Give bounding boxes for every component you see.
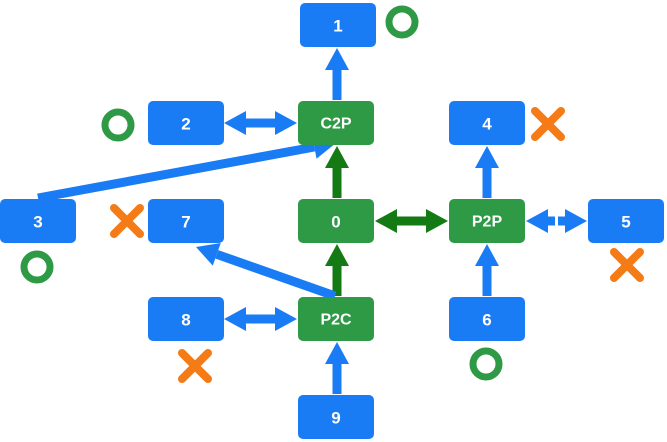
- node-box: [449, 297, 525, 341]
- node-box: [449, 101, 525, 145]
- arrow-head: [224, 111, 246, 135]
- reject-cross-icon: [110, 204, 144, 238]
- node-c2p[interactable]: C2P: [298, 101, 374, 145]
- arrow-head: [275, 111, 297, 135]
- node-label: 6: [482, 311, 491, 330]
- arrow-head: [325, 146, 349, 168]
- edge-P2P-to-4: [475, 146, 499, 198]
- node-label: 0: [331, 213, 340, 232]
- accept-circle-icon: [101, 108, 135, 142]
- arrow-head: [224, 307, 246, 331]
- node-label: 7: [181, 213, 190, 232]
- arrow-head: [325, 48, 349, 70]
- node-label: P2P: [472, 214, 503, 231]
- node-box: [300, 3, 376, 47]
- node-label: 4: [482, 115, 492, 134]
- node-4[interactable]: 4: [449, 101, 525, 145]
- reject-cross-icon: [531, 107, 565, 141]
- node-label: C2P: [320, 116, 351, 133]
- reject-cross-icon: [178, 349, 212, 383]
- edge-2-to-C2P: [224, 111, 297, 135]
- node-box: [588, 199, 664, 243]
- edge-P2P-to-5: [526, 209, 587, 233]
- node-label: 2: [181, 115, 190, 134]
- accept-circle-icon: [385, 5, 419, 39]
- cross-stroke: [110, 204, 144, 238]
- markers-layer: [20, 5, 644, 383]
- node-5[interactable]: 5: [588, 199, 664, 243]
- node-6[interactable]: 6: [449, 297, 525, 341]
- node-box: [0, 199, 76, 243]
- edge-0-to-P2P: [375, 209, 448, 233]
- edge-C2P-to-1: [325, 48, 349, 100]
- node-box: [298, 395, 374, 439]
- node-box: [148, 199, 224, 243]
- node-1[interactable]: 1: [300, 3, 376, 47]
- cross-stroke: [178, 349, 212, 383]
- arrow-head: [325, 244, 349, 266]
- edge-gap: [555, 213, 558, 229]
- node-box: [449, 199, 525, 243]
- edges-layer: [37, 48, 587, 394]
- arrow-head: [426, 209, 448, 233]
- node-7[interactable]: 7: [148, 199, 224, 243]
- node-box: [298, 199, 374, 243]
- arrow-head: [275, 307, 297, 331]
- arrow-head: [196, 242, 221, 266]
- accept-circle-icon: [20, 250, 54, 284]
- node-label: 5: [621, 213, 630, 232]
- nodes-layer: 1 2 C2P 4 3 7 0 P2P 5 8 P2C 6 9: [0, 3, 664, 439]
- node-p2p[interactable]: P2P: [449, 199, 525, 243]
- node-9[interactable]: 9: [298, 395, 374, 439]
- edge-shaft: [37, 142, 316, 203]
- node-p2c[interactable]: P2C: [298, 297, 374, 341]
- arrow-head: [475, 244, 499, 266]
- edge-6-to-P2P: [475, 244, 499, 296]
- arrow-head: [565, 209, 587, 233]
- edge-0-to-C2P: [325, 146, 349, 198]
- node-label: 8: [181, 311, 190, 330]
- node-box: [148, 297, 224, 341]
- edge-P2C-to-0: [325, 244, 349, 296]
- edge-8-to-P2C: [224, 307, 297, 331]
- node-label: 1: [333, 17, 342, 36]
- arrow-head: [526, 209, 548, 233]
- node-3[interactable]: 3: [0, 199, 76, 243]
- node-box: [298, 101, 374, 145]
- edge-shaft: [215, 250, 337, 301]
- cross-stroke: [531, 107, 565, 141]
- node-2[interactable]: 2: [148, 101, 224, 145]
- cross-stroke: [610, 248, 644, 282]
- node-8[interactable]: 8: [148, 297, 224, 341]
- edge-9-to-P2C: [325, 342, 349, 394]
- reject-cross-icon: [610, 248, 644, 282]
- node-box: [298, 297, 374, 341]
- edge-P2C-to-7: [196, 242, 337, 301]
- node-box: [148, 101, 224, 145]
- node-label: P2C: [320, 312, 352, 329]
- node-label: 9: [331, 409, 340, 428]
- node-label: 3: [33, 213, 42, 232]
- arrow-head: [325, 342, 349, 364]
- arrow-head: [375, 209, 397, 233]
- accept-circle-icon: [469, 347, 503, 381]
- node-0[interactable]: 0: [298, 199, 374, 243]
- arrow-head: [475, 146, 499, 168]
